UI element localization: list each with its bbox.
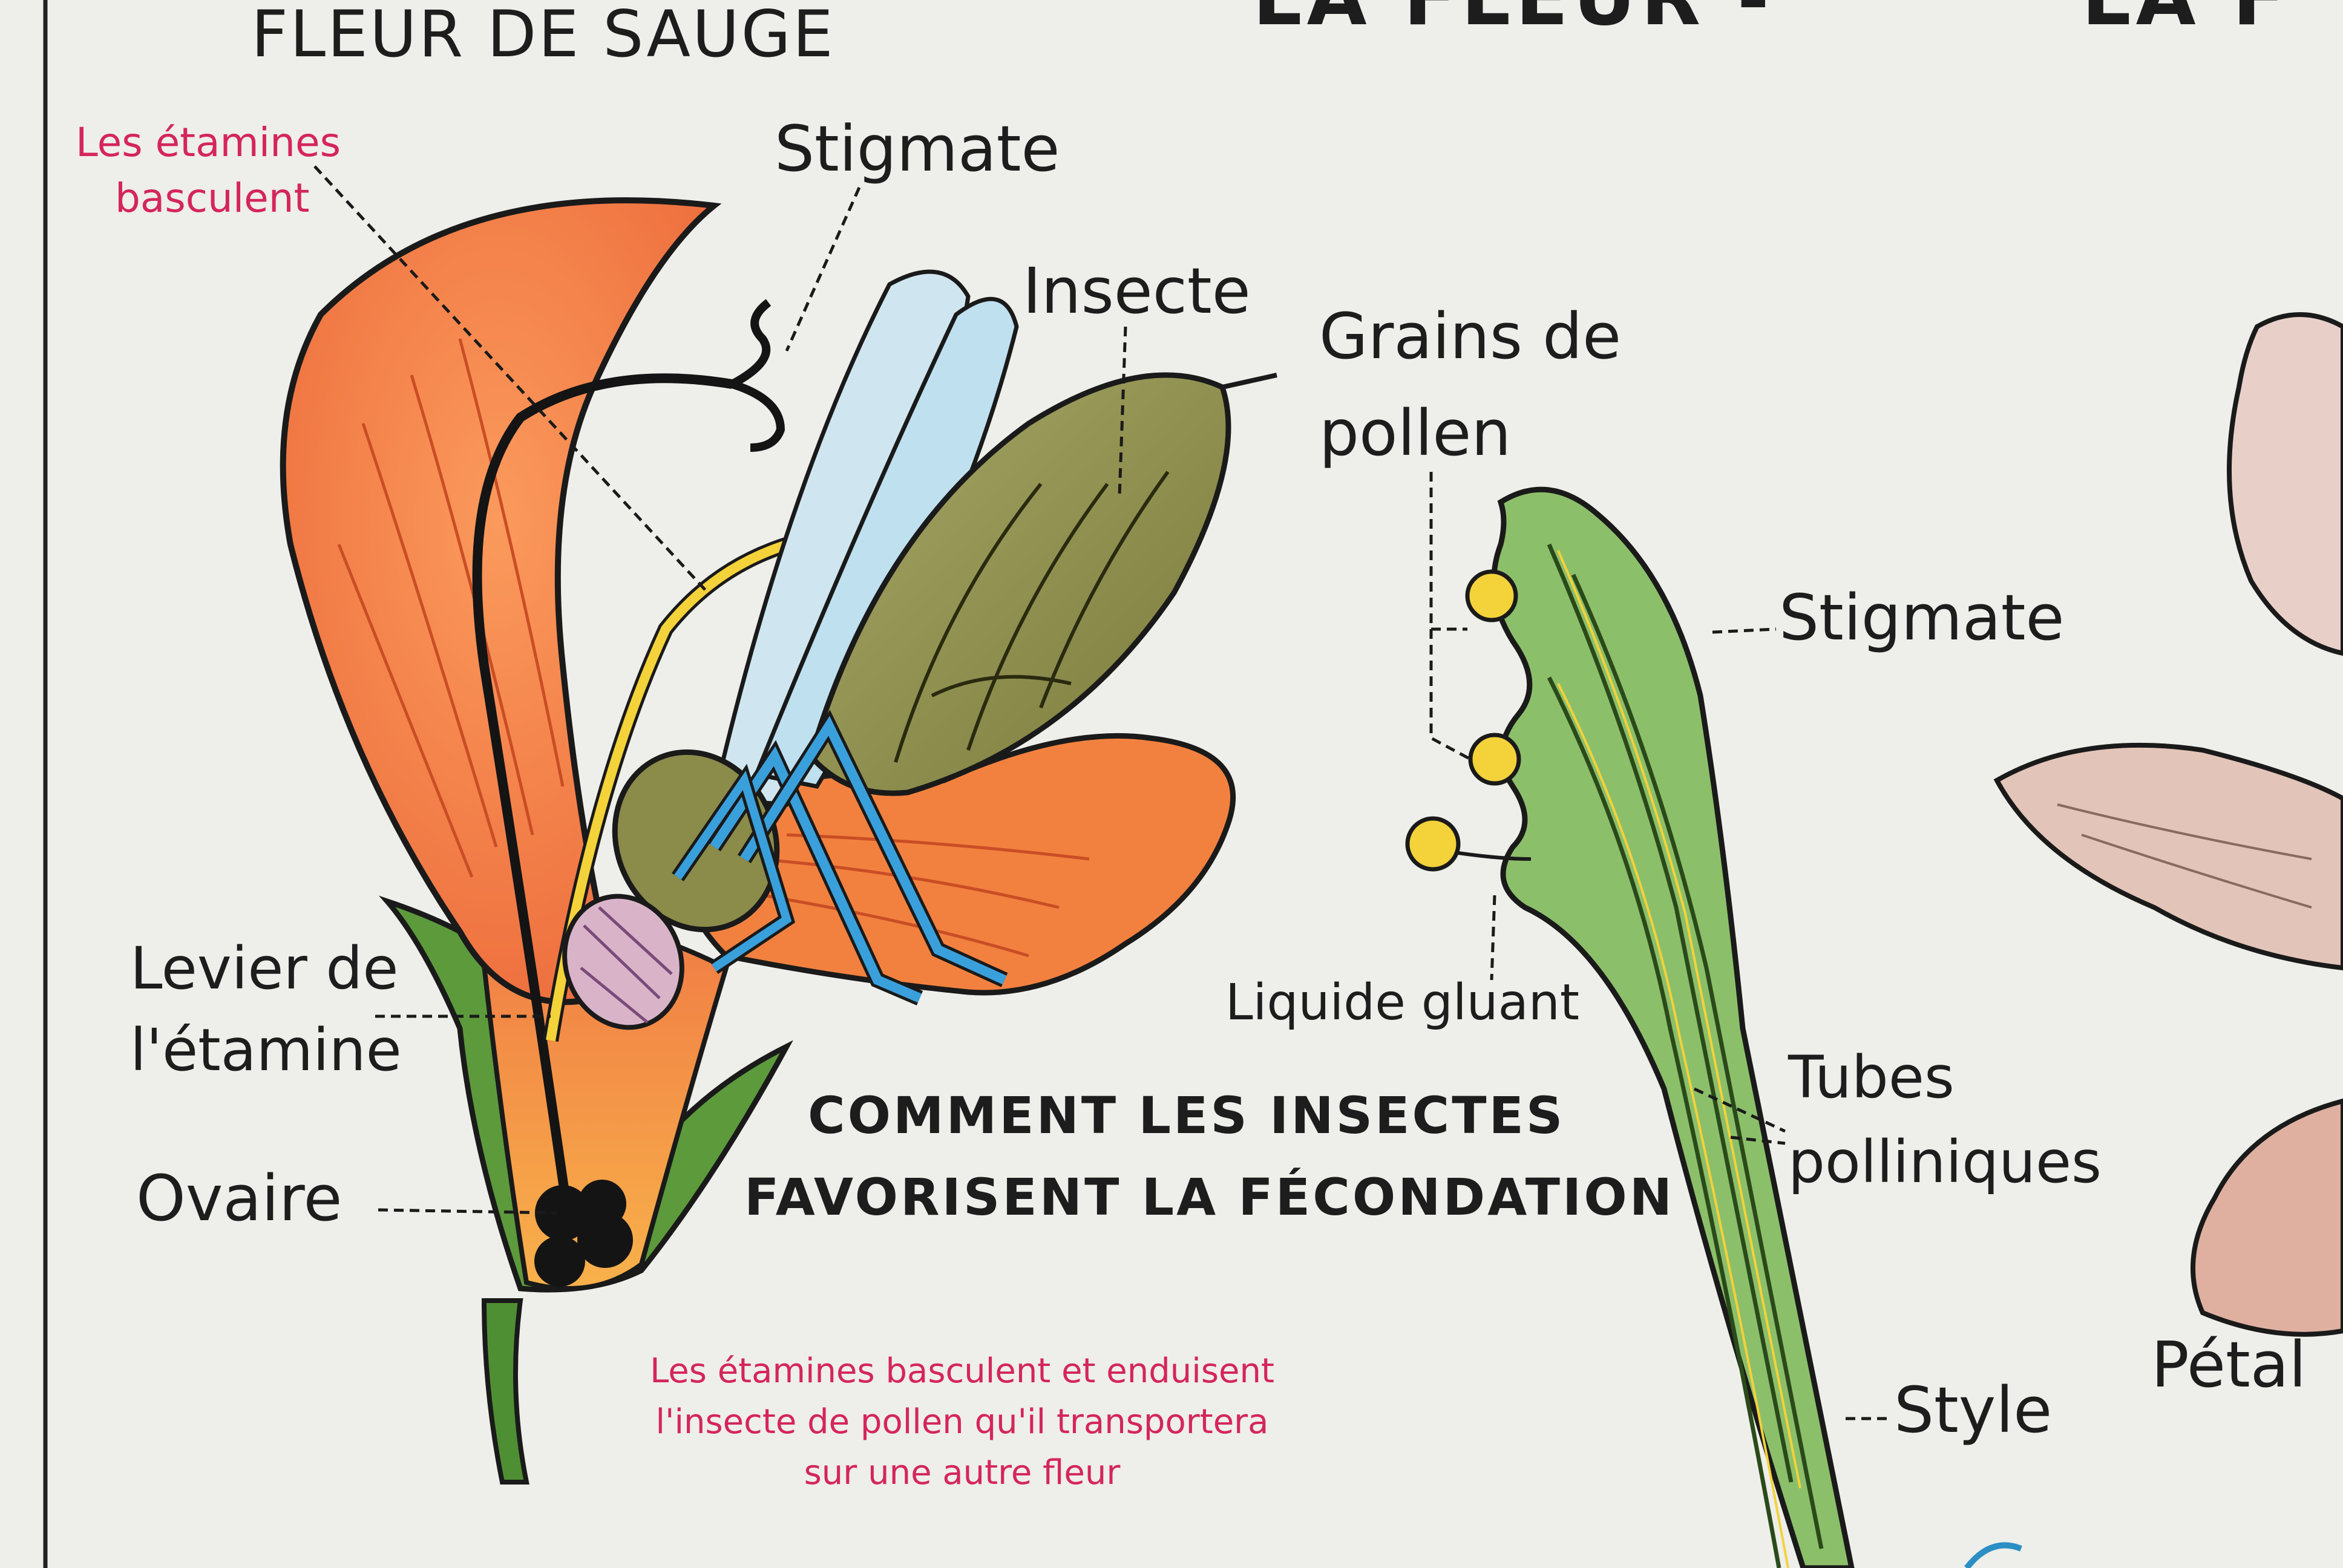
caption-line2: l'insecte de pollen qu'il transportera — [655, 1402, 1269, 1442]
label-tubes-line2: polliniques — [1788, 1128, 2102, 1196]
blue-circle-fragment — [1964, 1542, 2022, 1568]
ovary-lobe — [535, 1185, 591, 1241]
pollen-tube-start — [1458, 851, 1532, 861]
leader-line-stigmate — [785, 186, 861, 352]
label-tubes-line1: Tubes — [1788, 1044, 1955, 1111]
pollen-tubes-yellow — [1557, 550, 1801, 1568]
note-etamines-line1: Les étamines — [76, 119, 341, 166]
sage-style — [472, 373, 733, 1223]
label-petale-partial: Pétal — [2151, 1328, 2307, 1402]
leader-line-etamines — [313, 165, 709, 594]
ovary-lobe — [577, 1212, 633, 1268]
ovary-lobe — [578, 1180, 626, 1228]
section-title: FLEUR DE SAUGE — [251, 0, 835, 71]
pollen-grain — [1405, 816, 1461, 872]
sage-stem — [481, 1298, 529, 1485]
caption-line1: Les étamines basculent et enduisent — [650, 1351, 1274, 1391]
caption-line3: sur une autre fleur — [804, 1453, 1121, 1492]
sage-stigma-hook — [730, 299, 785, 452]
label-stigmate: Stigmate — [775, 112, 1060, 186]
sage-upper-petal — [280, 197, 722, 1005]
insect-segments — [894, 471, 1170, 763]
ovary-lobe — [534, 1236, 585, 1287]
main-title-right: LA F — [2082, 0, 2290, 43]
pollen-grain — [1465, 569, 1518, 622]
insect-sting — [1222, 373, 1277, 390]
leader-line-insecte — [1118, 326, 1127, 497]
petal-partial-bottom — [2191, 1098, 2343, 1337]
label-style: Style — [1894, 1373, 2053, 1447]
leader-line-stigmate-right — [1712, 627, 1777, 634]
caption-block: Les étamines basculent et enduisent l'in… — [581, 1346, 1343, 1498]
petal-veins — [2057, 803, 2312, 909]
leader-line-tubes — [1693, 1087, 1786, 1145]
petal-partial-top — [2227, 312, 2343, 656]
insect — [562, 269, 1277, 1030]
insect-eye-mesh — [580, 906, 673, 1024]
insect-abdomen — [807, 372, 1231, 796]
petal-partial-middle — [1993, 742, 2343, 971]
label-ovaire: Ovaire — [136, 1161, 342, 1235]
label-insecte: Insecte — [1023, 254, 1251, 328]
main-title-left: LA FLEUR - — [1253, 0, 1774, 43]
label-grains-line1: Grains de — [1319, 299, 1622, 373]
label-levier-line2: l'étamine — [130, 1016, 402, 1084]
leader-line-grains — [1429, 472, 1472, 761]
label-liquide-gluant: Liquide gluant — [1225, 974, 1580, 1031]
upper-petal-veins — [337, 338, 565, 878]
leader-line-liquide — [1490, 895, 1496, 981]
insect-leg — [740, 716, 1007, 985]
heading-line1: COMMENT LES INSECTES — [808, 1086, 1565, 1145]
leader-line-ovaire — [378, 1208, 557, 1215]
heading-line2: FAVORISENT LA FÉCONDATION — [744, 1168, 1675, 1227]
note-etamines-line2: basculent — [115, 175, 310, 221]
pollen-grain — [1468, 733, 1521, 786]
insect-leg — [674, 771, 792, 972]
label-stigmate-right: Stigmate — [1779, 581, 2065, 655]
label-levier-line1: Levier de — [130, 935, 399, 1002]
label-grains-line2: pollen — [1319, 396, 1512, 470]
pollen-tubes-dark — [1547, 543, 1824, 1568]
